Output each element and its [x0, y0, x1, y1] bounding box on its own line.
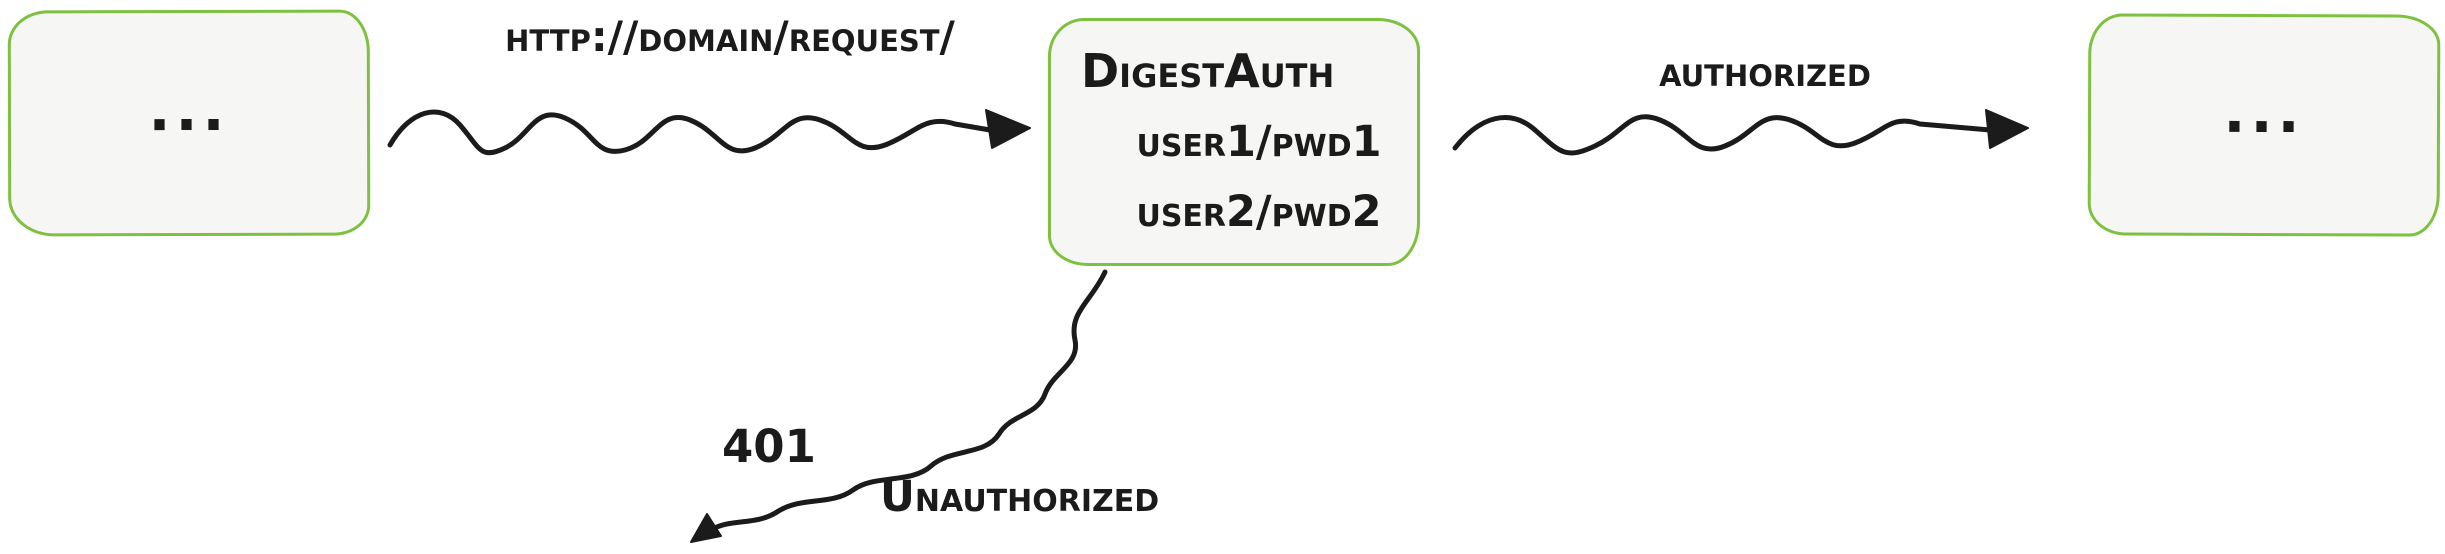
- resource-node-label: ...: [2223, 77, 2305, 147]
- authorized-label: authorized: [1659, 48, 1871, 96]
- client-node: ...: [7, 9, 371, 237]
- unauthorized-arrowhead-icon: [690, 513, 722, 543]
- digest-auth-node: DigestAuth user1/pwd1 user2/pwd2: [1048, 18, 1420, 266]
- unauthorized-arrow: [690, 269, 1108, 543]
- digest-auth-credential-1: user1/pwd1: [1136, 117, 1382, 167]
- request-arrow: [387, 109, 1031, 156]
- authorized-arrow: [1452, 109, 2029, 156]
- request-url-label: http://domain/request/: [505, 12, 955, 61]
- resource-node: ...: [2087, 13, 2441, 237]
- unauthorized-label: Unauthorized: [880, 472, 1160, 522]
- status-code-label: 401: [722, 420, 816, 473]
- digest-auth-title: DigestAuth: [1081, 44, 1335, 98]
- authorized-arrowhead-icon: [1985, 109, 2029, 149]
- client-node-label: ...: [148, 75, 230, 145]
- request-arrowhead-icon: [985, 109, 1031, 149]
- digest-auth-credential-2: user2/pwd2: [1136, 187, 1382, 237]
